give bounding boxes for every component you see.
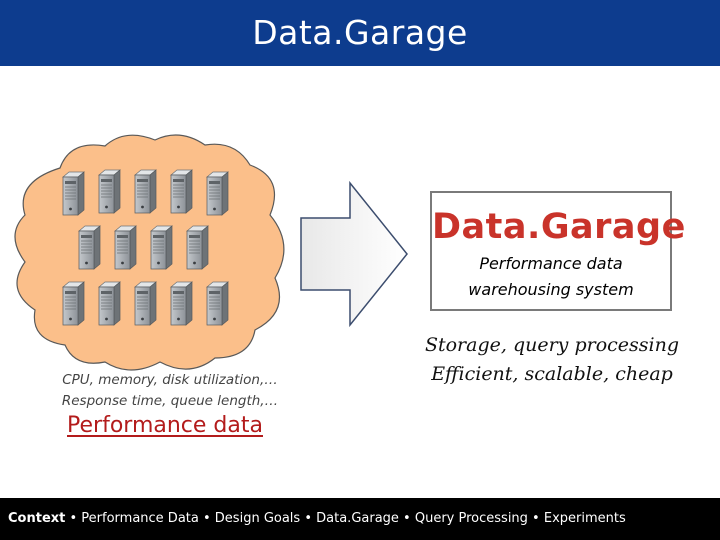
server-tower-icon: [98, 169, 121, 214]
performance-data-label: Performance data: [67, 413, 263, 438]
nav-item[interactable]: Query Processing: [414, 511, 528, 526]
server-tower-icon: [62, 171, 85, 216]
server-tower-icon: [170, 169, 193, 214]
nav-separator: •: [527, 511, 544, 526]
nav-separator: •: [398, 511, 415, 526]
metric-line-response: Response time, queue length,…: [61, 393, 279, 409]
nav-separator: •: [300, 511, 317, 526]
nav-item[interactable]: Performance Data: [81, 511, 199, 526]
server-tower-icon: [134, 281, 157, 326]
system-description-line: Performance data: [479, 254, 623, 273]
nav-item-current[interactable]: Context: [8, 511, 66, 526]
nav-item[interactable]: Experiments: [543, 511, 626, 526]
datagarage-logo: Data.Garage: [432, 207, 686, 247]
datagarage-system-box: Data.Garage Performance data warehousing…: [430, 191, 686, 311]
nav-separator: •: [198, 511, 215, 526]
section-navigation-bar: Context • Performance Data • Design Goal…: [0, 498, 720, 540]
slide-title: Data.Garage: [252, 13, 468, 52]
server-tower-icon: [170, 281, 193, 326]
server-tower-icon: [134, 169, 157, 214]
nav-separator: •: [65, 511, 82, 526]
flow-arrow: [300, 180, 408, 328]
server-tower-icon: [206, 171, 229, 216]
server-tower-icon: [98, 281, 121, 326]
title-bar: Data.Garage: [0, 0, 720, 66]
diagram-canvas: [14, 134, 408, 371]
server-tower-icon: [186, 225, 209, 270]
metric-line-utilization: CPU, memory, disk utilization,…: [62, 372, 278, 388]
system-description: Performance data warehousing system: [432, 251, 670, 303]
system-description-line: warehousing system: [468, 280, 634, 299]
server-tower-icon: [62, 281, 85, 326]
server-tower-icon: [150, 225, 173, 270]
nav-item[interactable]: Data.Garage: [316, 511, 399, 526]
server-tower-icon: [78, 225, 101, 270]
server-tower-icon: [114, 225, 137, 270]
feature-line-storage: Storage, query processing: [424, 334, 680, 356]
feature-line-efficiency: Efficient, scalable, cheap: [431, 363, 673, 385]
nav-item[interactable]: Design Goals: [214, 511, 301, 526]
server-tower-icon: [206, 281, 229, 326]
